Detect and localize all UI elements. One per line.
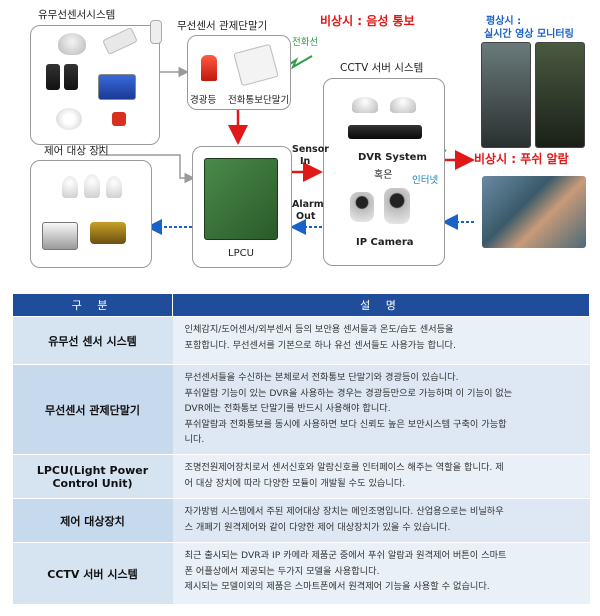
sensor-to-lpcu-link bbox=[99, 145, 195, 184]
system-diagram: 유무선센서시스템 무선센서 관제단말기 경광등 전화통보단말기 전화선 비상시 … bbox=[0, 0, 600, 290]
table-row: 제어 대상장치 자가방범 시스템에서 주된 제어대상 장치는 메인조명입니다. … bbox=[12, 498, 590, 543]
sensor-in-label-1: Sensor bbox=[292, 144, 329, 155]
description-line: 자가방범 시스템에서 주된 제어대상 장치는 메인조명입니다. 산업용으로는 비… bbox=[184, 506, 504, 517]
lpcu-label: LPCU bbox=[228, 248, 254, 259]
table-row: CCTV 서버 시스템 최근 출시되는 DVR과 IP 카메라 제품군 중에서 … bbox=[12, 542, 590, 605]
description-line: 조명전원제어장치로서 센서신호와 알람신호를 인터페이스 해주는 역할을 합니다… bbox=[184, 462, 504, 473]
control-target-title: 제어 대상 장치 bbox=[44, 145, 109, 157]
description-line: 푸쉬알람과 전화통보를 동시에 사용하면 보다 신뢰도 높은 보안시스템 구축이… bbox=[184, 418, 507, 430]
wireless-terminal-title: 무선센서 관제단말기 bbox=[177, 20, 268, 32]
description-line: 어 대상 장치에 따라 다양한 모듈이 개발될 수도 있습니다. bbox=[184, 477, 406, 489]
table-row: 유무선 센서 시스템 인체감지/도어센서/외부센서 등의 보안용 센서들과 온도… bbox=[12, 316, 590, 365]
normal-monitor-label-2: 실시간 영상 모니터링 bbox=[484, 29, 574, 40]
table-header-row: 구 분 설 명 bbox=[12, 293, 590, 317]
ip-camera-image-1 bbox=[350, 192, 374, 222]
description-line: 무선센서들을 수신하는 본체로서 전화통보 단말기와 경광등이 있습니다. bbox=[184, 372, 459, 383]
siren-label: 경광등 bbox=[190, 95, 217, 106]
emergency-push-label: 비상시 : 푸쉬 알람 bbox=[474, 152, 569, 166]
motor-actuator-image bbox=[90, 222, 126, 244]
description-line: 푸쉬알람 기능이 있는 DVR을 사용하는 경우는 경광등만으로 가능하며 이 … bbox=[184, 387, 513, 399]
beam-sensor-image-2 bbox=[64, 64, 78, 90]
smartphone-screen-1 bbox=[481, 42, 531, 148]
phone-line-label: 전화선 bbox=[292, 37, 319, 48]
row-description: 최근 출시되는 DVR과 IP 카메라 제품군 중에서 푸쉬 알람과 원격제어 … bbox=[172, 542, 590, 605]
emergency-voice-label: 비상시 : 음성 통보 bbox=[320, 14, 415, 28]
sensor-in-label-2: In bbox=[300, 156, 311, 167]
dome-camera-image-2 bbox=[390, 97, 416, 113]
row-name: LPCU(Light Power Control Unit) bbox=[12, 454, 173, 499]
ip-camera-label: IP Camera bbox=[356, 237, 414, 248]
floodlight-image bbox=[42, 222, 78, 250]
beam-sensor-image-1 bbox=[46, 64, 60, 90]
description-line: 스 개폐기 원격제어와 같이 다양한 제어 대상장치가 있을 수 있습니다. bbox=[184, 521, 451, 533]
phone-terminal-label: 전화통보단말기 bbox=[228, 95, 290, 106]
description-line: DVR에는 전화통보 단말기를 반드시 사용해야 합니다. bbox=[184, 403, 391, 414]
row-description: 자가방범 시스템에서 주된 제어대상 장치는 메인조명입니다. 산업용으로는 비… bbox=[172, 498, 590, 543]
monitoring-photo bbox=[482, 176, 586, 248]
row-name: 제어 대상장치 bbox=[12, 498, 173, 543]
smoke-detector-image bbox=[56, 108, 82, 130]
description-line: 제시되는 모델이외의 제품은 스마트폰에서 원격제어 기능을 사용할 수 없습니… bbox=[184, 581, 490, 592]
lpcu-board-image bbox=[204, 158, 278, 240]
remote-key-image bbox=[150, 20, 162, 44]
table-row: LPCU(Light Power Control Unit) 조명전원제어장치로… bbox=[12, 454, 590, 499]
normal-monitor-label-1: 평상시 : bbox=[486, 16, 522, 27]
lamp-image-2 bbox=[84, 174, 100, 198]
column-header-category: 구 분 bbox=[12, 293, 173, 317]
smartphone-screen-2 bbox=[535, 42, 585, 148]
internet-label: 인터넷 bbox=[412, 175, 439, 186]
lamp-image-3 bbox=[106, 176, 122, 198]
description-table: 구 분 설 명 유무선 센서 시스템 인체감지/도어센서/외부센서 등의 보안용… bbox=[12, 293, 590, 605]
dvr-image bbox=[348, 125, 422, 139]
alarm-button-image bbox=[112, 112, 126, 126]
description-line: 최근 출시되는 DVR과 IP 카메라 제품군 중에서 푸쉬 알람과 원격제어 … bbox=[184, 550, 507, 561]
description-line: 포함합니다. 무선센서를 기본으로 하나 유선 센서들도 사용가능 합니다. bbox=[184, 339, 456, 351]
description-line: 인체감지/도어센서/외부센서 등의 보안용 센서들과 온도/습도 센서등을 bbox=[184, 324, 454, 335]
row-description: 조명전원제어장치로서 센서신호와 알람신호를 인터페이스 해주는 역할을 합니다… bbox=[172, 454, 590, 499]
table-row: 무선센서 관제단말기 무선센서들을 수신하는 본체로서 전화통보 단말기와 경광… bbox=[12, 364, 590, 455]
row-name: 유무선 센서 시스템 bbox=[12, 316, 173, 365]
dome-camera-image-1 bbox=[352, 97, 378, 113]
ip-camera-image-2 bbox=[384, 188, 410, 224]
or-label: 혹은 bbox=[374, 170, 393, 181]
row-name: CCTV 서버 시스템 bbox=[12, 542, 173, 605]
description-line: 니다. bbox=[184, 434, 205, 445]
column-header-description: 설 명 bbox=[172, 293, 590, 317]
alarm-out-label-2: Out bbox=[296, 211, 316, 222]
row-description: 무선센서들을 수신하는 본체로서 전화통보 단말기와 경광등이 있습니다. 푸쉬… bbox=[172, 364, 590, 455]
motion-sensor-image bbox=[58, 33, 86, 55]
lamp-image-1 bbox=[62, 176, 78, 198]
dvr-label: DVR System bbox=[358, 152, 427, 163]
alarm-out-label-1: Alarm bbox=[292, 199, 324, 210]
siren-image bbox=[201, 55, 217, 81]
description-line: 폰 어플상에서 제공되는 두가지 모델을 사용합니다. bbox=[184, 565, 380, 577]
cctv-server-box bbox=[323, 78, 445, 266]
row-name: 무선센서 관제단말기 bbox=[12, 364, 173, 455]
cctv-title: CCTV 서버 시스템 bbox=[340, 62, 424, 74]
sensor-system-title: 유무선센서시스템 bbox=[38, 9, 116, 21]
row-description: 인체감지/도어센서/외부센서 등의 보안용 센서들과 온도/습도 센서등을 포함… bbox=[172, 316, 590, 365]
temp-controller-image bbox=[98, 74, 136, 100]
